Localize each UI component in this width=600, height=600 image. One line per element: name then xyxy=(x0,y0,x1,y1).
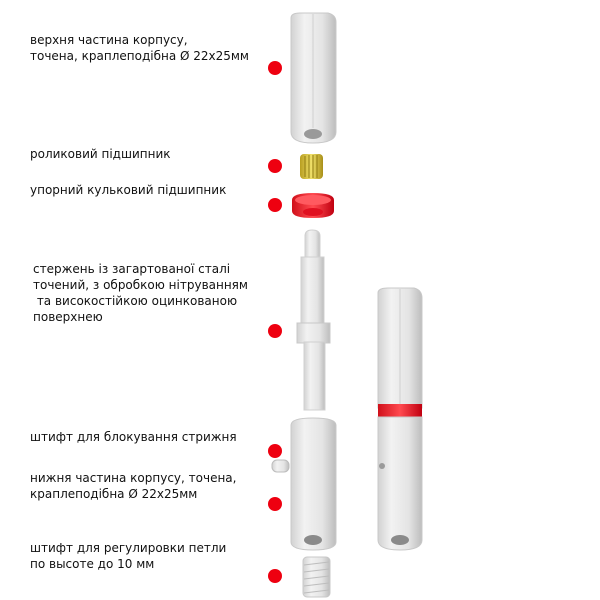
label-line: та високостійкою оцинкованою xyxy=(33,294,238,308)
label-shaft: стержень із загартованої сталі точений, з… xyxy=(33,261,248,325)
thrust-bearing-part xyxy=(292,193,334,218)
label-line: штифт для регулировки петли xyxy=(30,541,227,555)
label-line: краплеподібна Ø 22x25мм xyxy=(30,487,198,501)
label-line: точена, краплеподібна Ø 22x25мм xyxy=(30,49,249,63)
hardened-steel-shaft-part xyxy=(296,229,331,411)
label-thrust-bearing: упорний кульковий підшипник xyxy=(30,182,226,198)
roller-bearing-part xyxy=(300,154,323,179)
label-line: упорний кульковий підшипник xyxy=(30,183,227,197)
label-lower-body: нижня частина корпусу, точена, краплеподі… xyxy=(30,470,236,502)
lower-body-part xyxy=(290,417,337,551)
label-adjust-screw: штифт для регулировки петли по высоте до … xyxy=(30,540,226,572)
callout-dots xyxy=(268,61,282,583)
label-line: по высоте до 10 мм xyxy=(30,557,155,571)
label-line: стержень із загартованої сталі xyxy=(33,262,231,276)
label-line: роликовий підшипник xyxy=(30,147,171,161)
assembled-hinge xyxy=(377,287,423,551)
height-adjust-screw-part xyxy=(302,556,331,598)
label-roller-bearing: роликовий підшипник xyxy=(30,146,171,162)
leader-lines xyxy=(28,67,275,577)
label-line: точений, з обробкою нітруванням xyxy=(33,278,248,292)
upper-body-part xyxy=(290,12,337,144)
label-line: поверхнею xyxy=(33,310,103,324)
label-upper-body: верхня частина корпусу, точена, краплепод… xyxy=(30,32,249,64)
label-locking-pin: штифт для блокування стрижня xyxy=(30,429,237,445)
locking-pin-part xyxy=(271,459,290,473)
label-line: верхня частина корпусу, xyxy=(30,33,188,47)
label-line: штифт для блокування стрижня xyxy=(30,430,237,444)
label-line: нижня частина корпусу, точена, xyxy=(30,471,237,485)
